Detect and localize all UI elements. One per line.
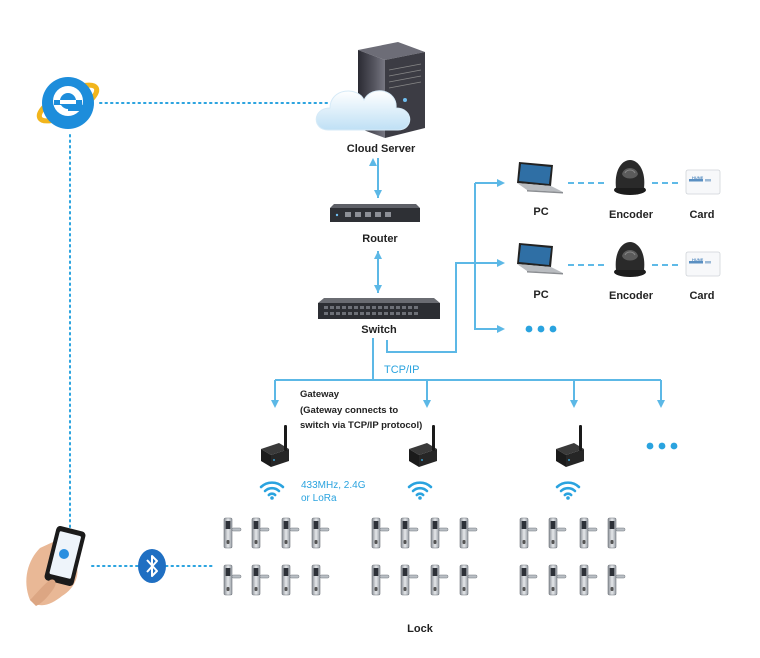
door-lock-icon: [371, 564, 390, 596]
door-lock-group: [519, 517, 626, 596]
card-brand: HUNE: [692, 175, 704, 180]
door-lock-icon: [281, 517, 300, 549]
arrow-gw2: [423, 400, 431, 408]
door-lock-icon: [579, 517, 598, 549]
ie-browser-icon: [36, 77, 100, 129]
more-pcs-dots: [525, 325, 557, 333]
gateway-note-line2: switch via TCP/IP protocol): [300, 420, 423, 431]
arrow-switch-in: [374, 285, 382, 293]
arrowheads: [271, 158, 665, 408]
door-lock-icon: [519, 517, 538, 549]
door-lock-group: [371, 517, 478, 596]
card-icon: [685, 251, 721, 277]
door-lock-icon: [400, 517, 419, 549]
door-lock-icon: [311, 517, 330, 549]
card-label: Card: [689, 209, 715, 221]
door-lock-icon: [607, 564, 626, 596]
tcp-ip-label: TCP/IP: [384, 364, 420, 376]
arrow-router-out: [374, 251, 382, 259]
more-gateways-dots: [646, 442, 678, 450]
solid-links: [274, 158, 662, 404]
switch-label: Switch: [361, 324, 397, 336]
door-lock-icon: [430, 564, 449, 596]
door-lock-icon: [251, 517, 270, 549]
door-lock-icon: [400, 564, 419, 596]
arrow-pc2: [497, 259, 505, 267]
card-label: Card: [689, 290, 715, 302]
encoder-label: Encoder: [608, 290, 654, 302]
bluetooth-icon: [138, 549, 166, 583]
gateway-icon: [556, 425, 584, 467]
dotted-links: [69, 102, 331, 567]
router-label: Router: [362, 233, 398, 245]
door-lock-icon: [311, 564, 330, 596]
door-lock-icon: [223, 517, 242, 549]
lock-label: Lock: [407, 623, 433, 635]
wifi-icon: [407, 481, 433, 502]
door-lock-icon: [430, 517, 449, 549]
door-lock-icon: [251, 564, 270, 596]
gateway-icon: [261, 425, 289, 467]
gateway-note-line1: (Gateway connects to: [300, 405, 399, 416]
door-lock-group: [223, 517, 330, 596]
arrow-gw3: [570, 400, 578, 408]
laptop-icon: [517, 243, 563, 275]
switch-icon: [318, 298, 440, 319]
door-lock-icon: [548, 564, 567, 596]
door-lock-icon: [223, 564, 242, 596]
cloud-server-label: Cloud Server: [346, 143, 416, 155]
arrow-gw1: [271, 400, 279, 408]
router-icon: [330, 204, 420, 222]
frequency-line2: or LoRa: [301, 493, 337, 504]
door-lock-icon: [548, 517, 567, 549]
arrow-gw-more: [657, 400, 665, 408]
door-lock-icon: [281, 564, 300, 596]
card-icon: [685, 169, 721, 195]
pc-label: PC: [533, 206, 549, 218]
door-lock-icon: [459, 517, 478, 549]
arrow-more-pc: [497, 325, 505, 333]
laptop-icon: [517, 162, 563, 194]
gateway-title: Gateway: [300, 389, 340, 400]
door-lock-icon: [519, 564, 538, 596]
cloud-icon: [315, 90, 411, 131]
arrow-router-in: [374, 190, 382, 198]
arrow-cloud: [369, 158, 377, 166]
encoder-label: Encoder: [608, 209, 654, 221]
wifi-icon: [259, 481, 285, 502]
door-lock-icon: [579, 564, 598, 596]
encoder-icon: [613, 159, 647, 196]
frequency-line1: 433MHz, 2.4G: [301, 480, 366, 491]
door-lock-icon: [607, 517, 626, 549]
dashed-links: [568, 182, 682, 266]
wifi-icon: [555, 481, 581, 502]
arrow-pc1: [497, 179, 505, 187]
encoder-icon: [613, 241, 647, 278]
card-brand: HUNE: [692, 257, 704, 262]
door-lock-icon: [459, 564, 478, 596]
pc-label: PC: [533, 289, 549, 301]
smartphone-icon: [26, 526, 86, 606]
door-lock-icon: [371, 517, 390, 549]
